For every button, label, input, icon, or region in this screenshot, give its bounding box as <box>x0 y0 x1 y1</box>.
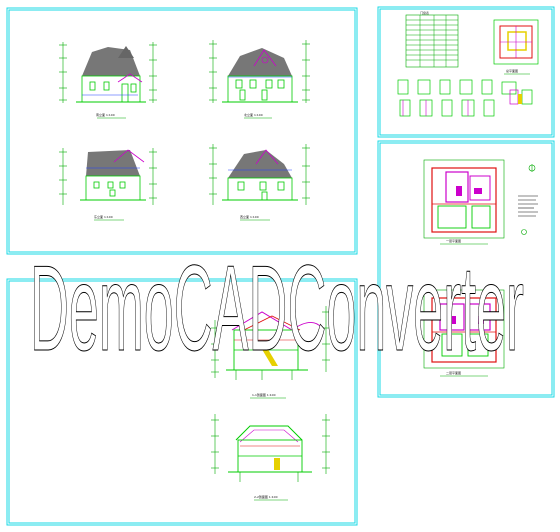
detail-accent-yellow <box>518 94 522 104</box>
elevation-1-caption: 南立面 1:100 <box>96 112 115 117</box>
elevation-west <box>209 144 310 221</box>
plan-2-caption: 二层平面图 <box>446 370 461 375</box>
site-plan <box>493 19 539 75</box>
section-1-drawing <box>211 306 330 399</box>
schedule-caption: 门窗表 <box>420 10 429 15</box>
plan-marker-icon <box>521 229 527 235</box>
elevation-3-caption: 东立面 1:100 <box>94 214 113 219</box>
elevation-2-caption: 北立面 1:100 <box>244 112 263 117</box>
elevation-south <box>59 42 157 119</box>
section-1-caption: 1-1剖面图 1:100 <box>252 392 276 397</box>
plan-lower <box>423 289 505 377</box>
plan-1-caption: 一层平面图 <box>446 238 461 243</box>
elevation-east <box>59 148 157 221</box>
site-plan-caption: 总平面图 <box>506 68 518 73</box>
section-2-drawing <box>211 414 330 501</box>
section-2-caption: 2-2剖面图 1:100 <box>254 494 278 499</box>
elevation-4-caption: 西立面 1:100 <box>240 214 259 219</box>
elevation-north <box>209 40 310 119</box>
window-detail-accents <box>402 100 469 116</box>
frame-elevations <box>6 7 358 255</box>
plan-notes <box>518 195 538 217</box>
frame-details <box>377 6 555 138</box>
door-window-schedule <box>405 14 459 68</box>
frame-sections <box>6 278 358 526</box>
frame-plans <box>377 140 555 398</box>
watermark-text: DemoCADConverter <box>30 240 524 376</box>
north-arrow-icon <box>528 164 536 172</box>
plan-upper <box>423 159 505 245</box>
